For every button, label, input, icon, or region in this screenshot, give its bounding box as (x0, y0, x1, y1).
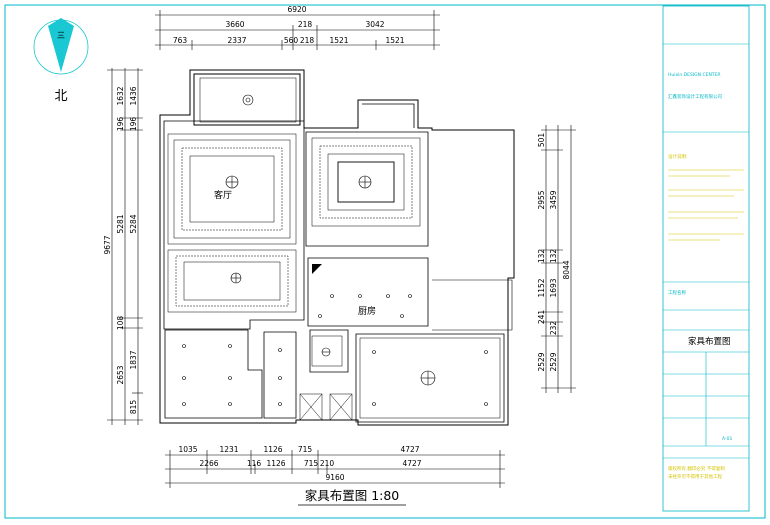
tb-stamp-line2: 未经许可不得用于其他工程 (668, 473, 722, 480)
bottom-dimensions (165, 450, 505, 488)
tb-stamp-line1: 版权所有 翻印必究 不得复制 (668, 465, 725, 472)
dim-top-r3-4: 218 (300, 36, 315, 45)
dim-top-r3-2: 2337 (227, 36, 246, 45)
dim-bottom-r1-2: 1231 (219, 445, 238, 454)
north-arrow: 三 北 (33, 18, 89, 104)
dim-bottom-r2-6: 4727 (402, 459, 421, 468)
walls (159, 69, 515, 426)
title-block (662, 5, 750, 512)
light-fixtures (182, 94, 488, 406)
dim-top-r2-2: 218 (298, 20, 313, 29)
dim-bottom-r1-5: 4727 (400, 445, 419, 454)
dim-top-r3-1: 763 (173, 36, 188, 45)
dim-left-r1-4: 108 (116, 316, 125, 331)
dim-top-r2-3: 3042 (365, 20, 384, 29)
dim-bottom-r2-3: 1126 (266, 459, 285, 468)
dim-top-r3-6: 1521 (385, 36, 404, 45)
dim-right-r2-5: 2529 (549, 352, 558, 371)
dim-right-r1-3: 1693 (549, 278, 558, 297)
dim-right-r1-5: 2529 (537, 352, 546, 371)
dim-bottom-r2-4: 715 (304, 459, 319, 468)
dim-right-r2-1: 501 (537, 133, 546, 148)
drawing-title: 家具布置图 1:80 (305, 488, 400, 503)
north-label: 北 (54, 89, 67, 104)
dim-top-r3-5: 1521 (329, 36, 348, 45)
dim-top-overall: 6920 (287, 5, 306, 14)
dim-left-r2-4: 1837 (129, 350, 138, 369)
tb-notes-title: 设计说明: (668, 153, 688, 160)
dim-top-r3-3: 560 (284, 36, 299, 45)
dim-bottom-r1-4: 715 (298, 445, 313, 454)
tb-notes-lines (668, 169, 744, 241)
dim-left-r2-1: 1436 (129, 86, 138, 105)
dim-left-r1-5: 2653 (116, 365, 125, 384)
dim-bottom-r2-5: 210 (320, 459, 335, 468)
ceiling-frames (167, 77, 501, 421)
tb-company: Huixin DESIGN CENTER (668, 72, 721, 78)
dim-right-r1-4: 232 (549, 321, 558, 336)
right-dimensions (541, 125, 576, 393)
dim-bottom-r1-1: 1035 (178, 445, 197, 454)
dim-left-r1-2: 196 (116, 117, 125, 132)
hatch-panels (299, 393, 353, 421)
sheet-border (4, 4, 766, 519)
dim-right-r2-2: 3459 (549, 190, 558, 209)
left-dimensions (107, 68, 143, 425)
dim-left-overall: 9677 (103, 235, 112, 254)
dim-bottom-overall: 9160 (325, 473, 344, 482)
dim-left-r1-3: 5281 (116, 214, 125, 233)
dim-right-r1-2: 132 (537, 249, 546, 264)
room-label-living: 客厅 (214, 189, 232, 201)
dim-left-r1-1: 1632 (116, 86, 125, 105)
column-marker (312, 264, 322, 274)
tb-drawing-name: 家具布置图 (688, 336, 731, 347)
dim-left-r2-2: 196 (129, 117, 138, 132)
room-label-kitchen: 厨房 (358, 305, 376, 317)
dim-bottom-r2-2: 116 (247, 459, 262, 468)
tb-sheet-no: A-01 (722, 436, 732, 442)
north-arrow-icon (48, 18, 74, 72)
tb-company-sub: 汇鑫装饰设计工程有限公司 (668, 93, 722, 100)
dim-left-r2-3: 5284 (129, 214, 138, 233)
dim-right-r1-3-a: 132 (549, 249, 558, 264)
dim-right-r2-3: 1152 (537, 278, 546, 297)
tb-project-label: 工程名称 (668, 289, 686, 296)
dim-right-r1-1: 2955 (537, 190, 546, 209)
top-dimensions (155, 10, 440, 50)
dim-bottom-r1-3: 1126 (263, 445, 282, 454)
dim-top-r2-1: 3660 (225, 20, 244, 29)
dim-right-r2-4: 241 (537, 310, 546, 325)
svg-text:三: 三 (57, 31, 65, 40)
dim-right-overall: 8044 (562, 260, 571, 279)
dim-left-r2-5: 815 (129, 400, 138, 415)
dim-bottom-r2-1: 2266 (199, 459, 218, 468)
